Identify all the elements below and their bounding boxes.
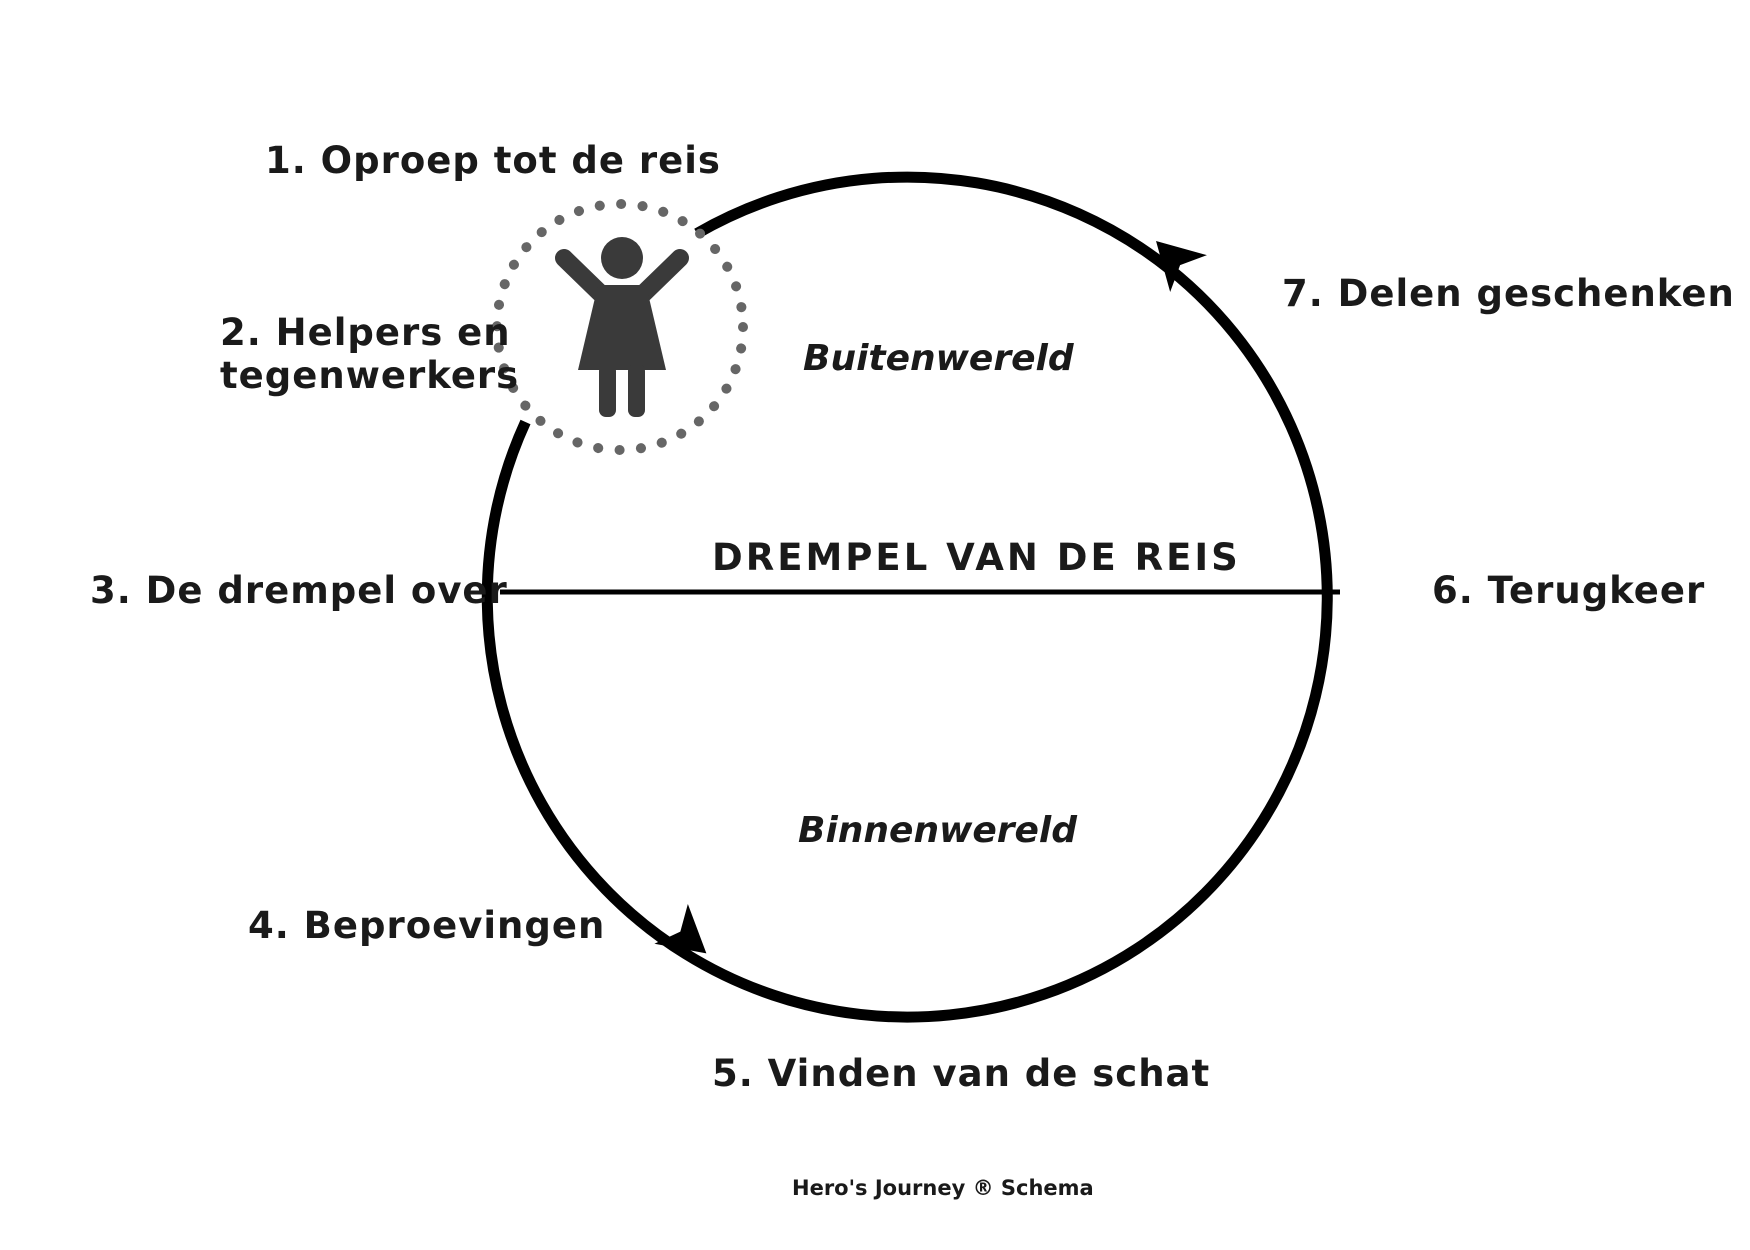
threshold-label: DREMPEL VAN DE REIS [712,536,1241,579]
region-outer-world: Buitenwereld [803,338,1074,379]
stage-3-threshold-crossing: 3. De drempel over [90,569,508,612]
stage-2-line2: tegenwerkers [220,353,520,397]
stage-4-trials: 4. Beproevingen [248,904,606,947]
region-inner-world: Binnenwereld [798,810,1078,851]
person-arms-raised-icon [555,237,689,417]
stage-7-sharing-gifts: 7. Delen geschenken [1282,272,1735,315]
arrowhead-icon [654,903,707,954]
footer-caption: Hero's Journey ® Schema [792,1176,1094,1200]
stage-5-treasure: 5. Vinden van de schat [712,1052,1211,1095]
hero-dotted-ring [492,199,748,455]
arrowhead-icon [1156,241,1207,292]
stage-2-line1: 2. Helpers en [220,311,511,354]
stage-2-helpers: 2. Helpers en tegenwerkers [220,311,520,397]
stage-6-return: 6. Terugkeer [1432,569,1706,612]
stage-1-call-to-adventure: 1. Oproep tot de reis [265,139,721,182]
journey-circle [481,171,1333,1023]
